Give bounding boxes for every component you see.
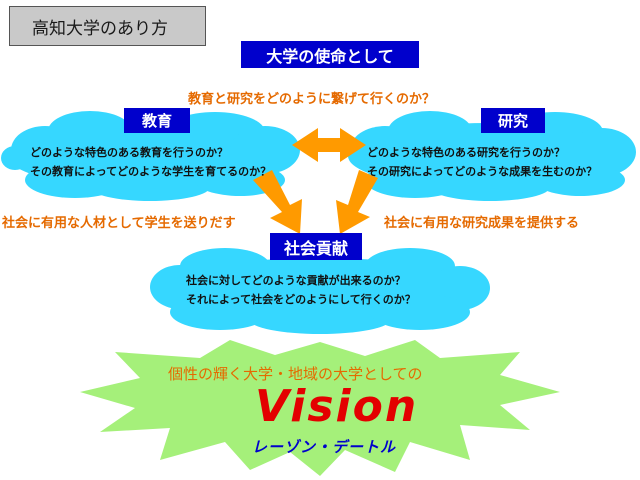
research-line-2: その研究によってどのような成果を生むのか？ xyxy=(367,165,598,178)
education-cloud xyxy=(1,111,300,201)
research-line-1: どのような特色のある研究を行うのか？ xyxy=(367,146,565,159)
edu-to-society-text: 社会に有用な人材として学生を送りだす xyxy=(2,216,236,231)
education-text: どのような特色のある教育を行うのか？ その教育によってどのような学生を育てるのか… xyxy=(30,143,271,181)
society-label: 社会貢献 xyxy=(270,233,362,260)
education-line-1: どのような特色のある教育を行うのか？ xyxy=(30,146,228,159)
vision-subtitle: 個性の輝く大学・地域の大学としての xyxy=(168,365,423,383)
res-to-society-text: 社会に有用な研究成果を提供する xyxy=(384,216,580,231)
vision-reading: レーゾン・デートル xyxy=(252,438,397,456)
education-label: 教育 xyxy=(124,108,190,133)
society-line-2: それによって社会をどのようにして行くのか？ xyxy=(186,293,416,306)
research-label: 研究 xyxy=(481,108,545,133)
education-line-2: その教育によってどのような学生を育てるのか？ xyxy=(30,165,272,178)
vision-star xyxy=(80,340,560,476)
bridge-question: 教育と研究をどのように繋げて行くのか？ xyxy=(188,92,436,107)
society-cloud xyxy=(150,248,490,334)
mission-label: 大学の使命として xyxy=(241,41,419,68)
research-cloud xyxy=(348,111,636,201)
res-to-society-arrow xyxy=(336,170,378,234)
bridge-arrow xyxy=(292,128,366,162)
society-line-1: 社会に対してどのような貢献が出来るのか？ xyxy=(186,274,406,287)
vision-word: Vision xyxy=(255,381,419,432)
research-text: どのような特色のある研究を行うのか？ その研究によってどのような成果を生むのか？ xyxy=(367,143,597,181)
edu-to-society-arrow xyxy=(253,170,302,234)
society-text: 社会に対してどのような貢献が出来るのか？ それによって社会をどのようにして行くの… xyxy=(186,271,416,309)
page-title: 高知大学のあり方 xyxy=(9,6,206,46)
